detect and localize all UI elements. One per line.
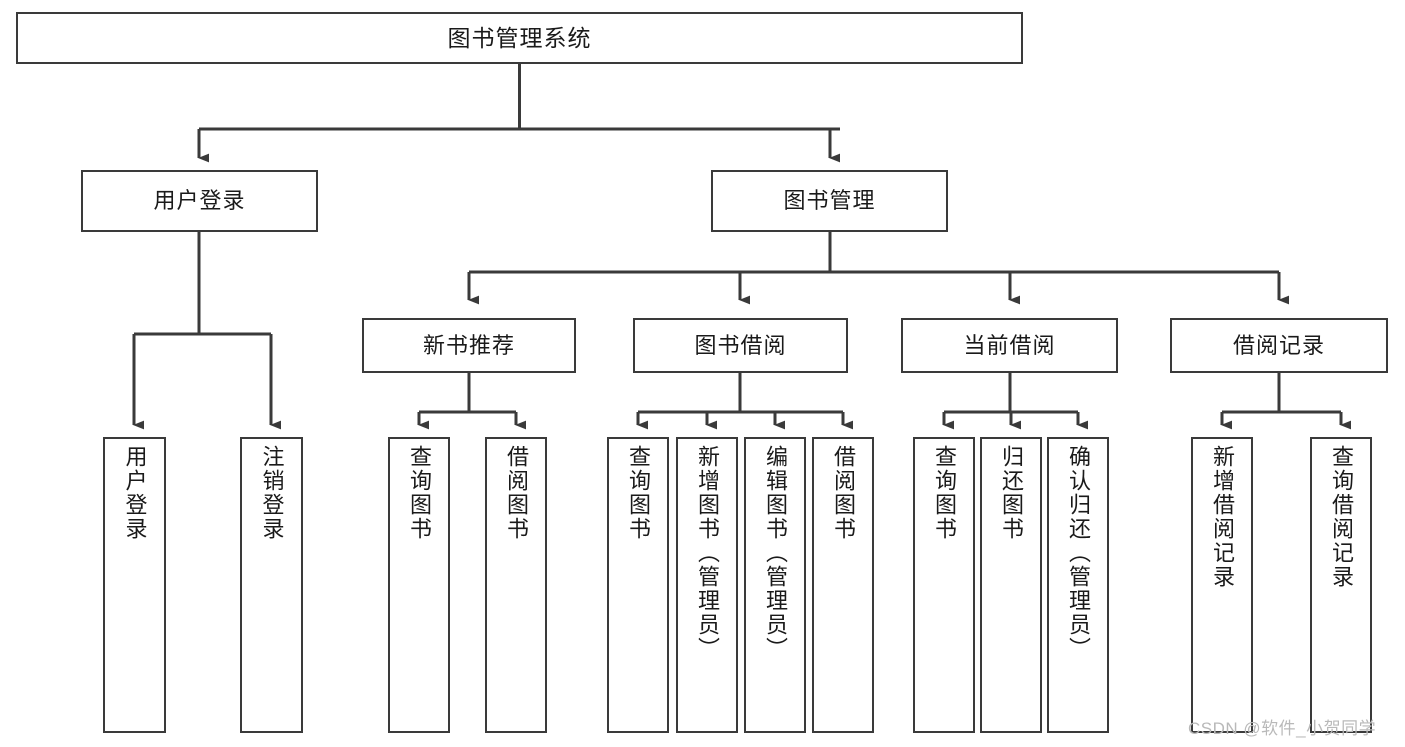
watermark: CSDN @软件_小贺同学 [1188,719,1377,738]
node-label: 借阅记录 [1232,332,1325,358]
node-label: 新增借阅记录 [1209,445,1235,589]
node-label: 用户登录 [122,445,148,541]
leaf-add-borrow-record[interactable]: 新增借阅记录 [1191,437,1253,733]
leaf-query-book-borrow[interactable]: 查询图书 [607,437,669,733]
node-current-borrow[interactable]: 当前借阅 [901,318,1118,373]
node-label: 借阅图书 [830,445,856,541]
leaf-borrow-book-recommend[interactable]: 借阅图书 [485,437,547,733]
node-label: 查询借阅记录 [1328,445,1354,589]
node-label: 查询图书 [625,445,651,541]
node-new-book-recommend[interactable]: 新书推荐 [362,318,576,373]
leaf-query-book-recommend[interactable]: 查询图书 [388,437,450,733]
node-book-borrow[interactable]: 图书借阅 [633,318,848,373]
node-book-management[interactable]: 图书管理 [711,170,948,232]
node-label: 新增图书（管理员） [694,445,720,661]
leaf-edit-book-admin[interactable]: 编辑图书（管理员） [744,437,806,733]
leaf-logout[interactable]: 注销登录 [240,437,303,733]
node-label: 归还图书 [998,445,1024,541]
node-label: 用户登录 [153,188,246,214]
node-label: 图书管理 [783,188,876,214]
leaf-confirm-return-admin[interactable]: 确认归还（管理员） [1047,437,1109,733]
node-label: 图书借阅 [694,332,787,358]
leaf-borrow-book[interactable]: 借阅图书 [812,437,874,733]
node-label: 注销登录 [259,445,285,541]
leaf-add-book-admin[interactable]: 新增图书（管理员） [676,437,738,733]
node-label: 查询图书 [406,445,432,541]
leaf-user-login[interactable]: 用户登录 [103,437,166,733]
node-label: 当前借阅 [963,332,1056,358]
node-label: 图书管理系统 [447,24,592,51]
node-user-login[interactable]: 用户登录 [81,170,318,232]
leaf-query-book-current[interactable]: 查询图书 [913,437,975,733]
node-label: 查询图书 [931,445,957,541]
node-label: 新书推荐 [422,332,515,358]
leaf-query-borrow-record[interactable]: 查询借阅记录 [1310,437,1372,733]
leaf-return-book[interactable]: 归还图书 [980,437,1042,733]
node-root-library-management-system[interactable]: 图书管理系统 [16,12,1023,64]
node-label: 确认归还（管理员） [1065,445,1091,661]
node-borrow-record[interactable]: 借阅记录 [1170,318,1388,373]
node-label: 编辑图书（管理员） [762,445,788,661]
node-label: 借阅图书 [503,445,529,541]
